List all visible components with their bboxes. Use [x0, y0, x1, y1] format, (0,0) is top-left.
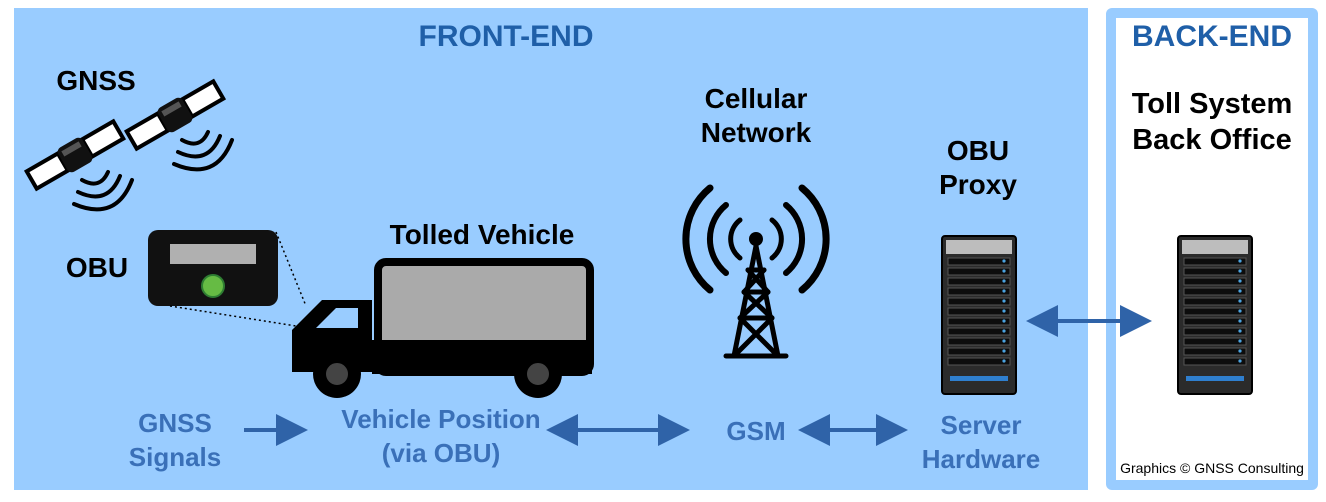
tolled-vehicle-label: Tolled Vehicle	[389, 219, 575, 250]
toll-system-line1: Toll System	[1131, 88, 1293, 120]
cellular-network-label: Cellular Network	[666, 82, 846, 150]
obu-device-icon	[148, 230, 278, 306]
gnss-signals-line2: Signals	[128, 442, 222, 472]
obu-proxy-label: OBU Proxy	[918, 134, 1038, 202]
front-end-title: FRONT-END	[418, 20, 594, 53]
gnss-signals-line1: GNSS	[138, 408, 212, 438]
server-icon	[941, 235, 1017, 395]
gsm-label: GSM	[726, 416, 786, 446]
toll-system-line2: Back Office	[1132, 124, 1292, 156]
obu-proxy-line2: Proxy	[939, 169, 1017, 200]
satellite-icon	[23, 118, 127, 192]
vehicle-position-line1: Vehicle Position	[341, 404, 541, 434]
server-hardware-line1: Server	[940, 410, 1022, 440]
server-hardware-line2: Hardware	[921, 444, 1041, 474]
gnss-label: GNSS	[56, 65, 136, 96]
gnss-signals-label: GNSS Signals	[110, 406, 240, 474]
back-end-title: BACK-END	[1132, 20, 1292, 53]
signal-waves-icon	[72, 170, 134, 212]
vehicle-position-label: Vehicle Position (via OBU)	[316, 402, 566, 470]
signal-waves-icon	[172, 130, 234, 172]
server-hardware-label: Server Hardware	[906, 408, 1056, 476]
cellular-network-line2: Network	[700, 117, 812, 148]
obu-proxy-line1: OBU	[946, 135, 1010, 166]
obu-leader-lines	[169, 231, 307, 327]
server-icon	[1177, 235, 1253, 395]
vehicle-position-line2: (via OBU)	[381, 438, 501, 468]
satellite-icon	[123, 78, 227, 152]
toll-system-label: Toll System Back Office	[1116, 86, 1308, 158]
truck-icon	[292, 258, 594, 398]
obu-label: OBU	[65, 252, 129, 283]
graphics-credit: Graphics © GNSS Consulting	[1120, 460, 1304, 476]
cell-tower-icon	[682, 184, 830, 359]
cellular-network-line1: Cellular	[704, 83, 808, 114]
